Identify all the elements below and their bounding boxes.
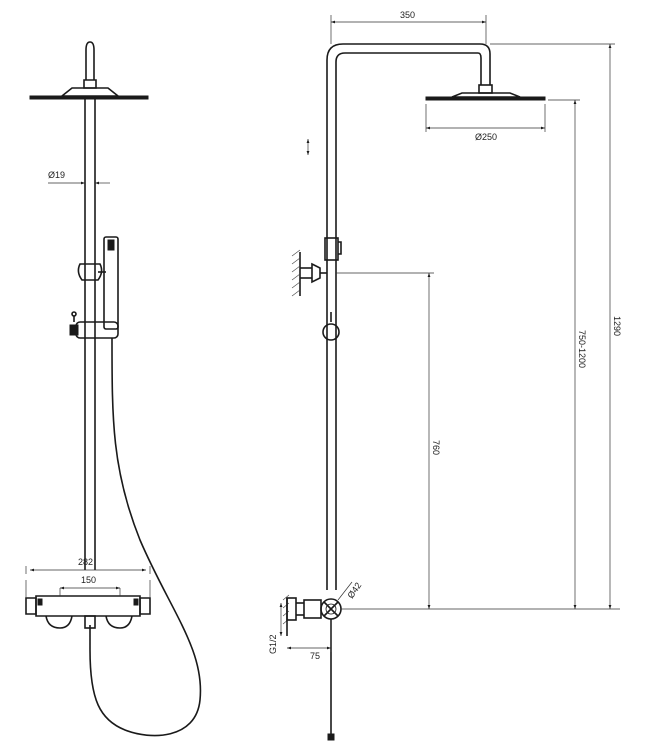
side-head-diameter: Ø250 [475, 132, 497, 142]
front-head-arm [85, 41, 95, 80]
front-slider [75, 321, 119, 339]
front-head-cone [59, 87, 121, 97]
side-thread: G1/2 [268, 634, 278, 654]
front-body-width: 282 [78, 557, 93, 567]
side-handle-diameter: Ø42 [345, 581, 363, 601]
front-left-handle [25, 597, 37, 615]
side-slider-knob [322, 323, 340, 341]
front-right-eccentric [105, 615, 133, 629]
front-hose [89, 337, 202, 737]
side-outlet-height: 760 [431, 440, 441, 455]
front-hand-shower [103, 236, 119, 330]
side-total-height: 1290 [612, 316, 622, 336]
front-left-eccentric [45, 615, 73, 629]
side-wall-bracket [291, 249, 327, 297]
front-thermostat-body [35, 595, 141, 617]
side-wall-offset: 75 [310, 651, 320, 661]
front-view: Ø19 282 150 [25, 41, 202, 737]
front-outlet [84, 615, 96, 629]
side-view: Ø250 350 [268, 10, 622, 741]
side-arm-outer [326, 43, 491, 590]
front-head-nut [83, 79, 97, 89]
front-upper-holder [77, 263, 103, 281]
front-pipe-diameter: Ø19 [48, 170, 65, 180]
side-adjust-range: 750-1200 [577, 330, 587, 368]
front-centers: 150 [81, 575, 96, 585]
side-valve [282, 594, 342, 636]
side-sleeve [324, 237, 339, 261]
side-arm-reach: 350 [400, 10, 415, 20]
side-head-nut [478, 84, 493, 94]
side-arm-inner [335, 52, 482, 590]
front-right-handle [139, 597, 151, 615]
